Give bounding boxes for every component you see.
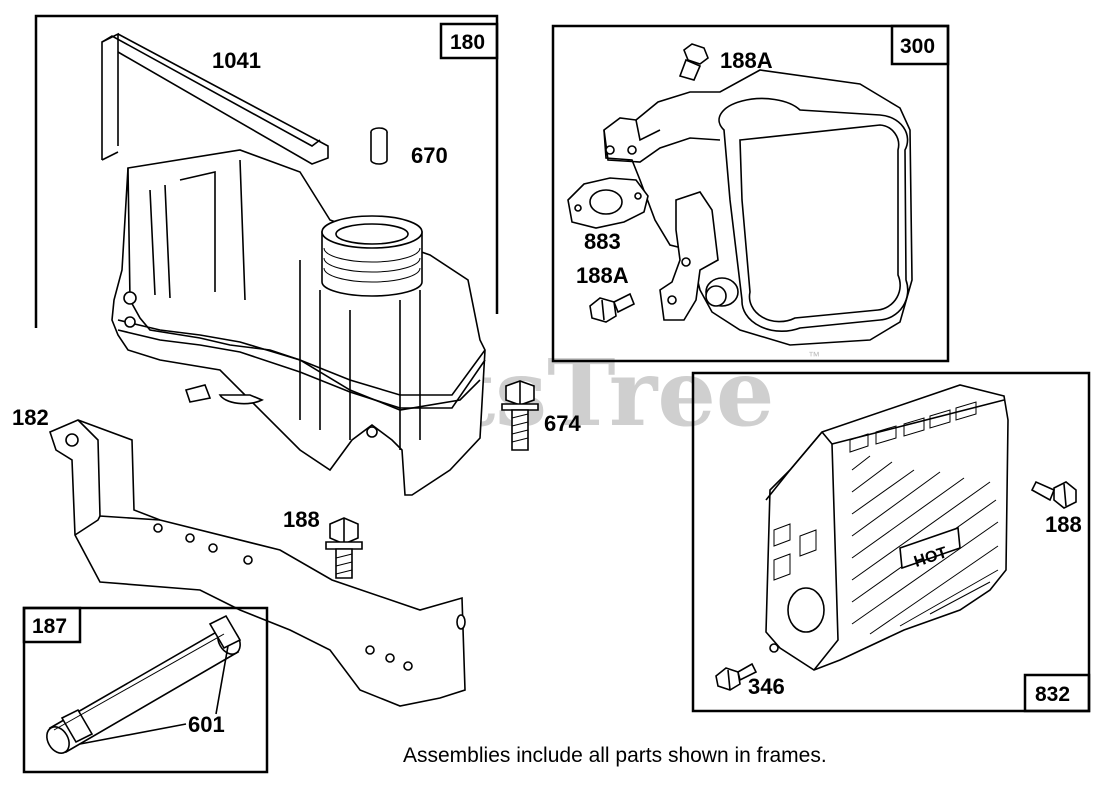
muffler-guard[interactable]: HOT <box>765 384 1009 671</box>
callout-1041[interactable]: 1041 <box>212 48 261 73</box>
callout-182[interactable]: 182 <box>12 405 49 430</box>
guard-screw-left[interactable] <box>715 662 758 691</box>
leader-601-a <box>79 723 187 745</box>
callout-188a-top[interactable]: 188A <box>720 48 773 73</box>
bracket-bolt[interactable] <box>325 517 363 579</box>
watermark-trademark: ™ <box>808 349 820 363</box>
frame-180[interactable]: 180 <box>34 14 499 328</box>
leader-601-b <box>215 645 229 715</box>
frame-832[interactable]: 832 <box>691 371 1091 713</box>
muffler[interactable] <box>603 69 913 346</box>
frame-number-180: 180 <box>450 31 485 54</box>
frame-187[interactable]: 187 <box>22 606 269 774</box>
callout-188-guard[interactable]: 188 <box>1045 512 1082 537</box>
guard-screw-right[interactable] <box>1030 480 1077 509</box>
muffler-screw-top[interactable] <box>678 43 709 81</box>
bracket[interactable] <box>49 419 466 707</box>
gasket[interactable] <box>567 177 649 229</box>
callout-188a-lower[interactable]: 188A <box>576 263 629 288</box>
muffler-screw-lower[interactable] <box>589 292 636 323</box>
callout-188-bracket[interactable]: 188 <box>283 507 320 532</box>
callout-674[interactable]: 674 <box>544 411 581 436</box>
callout-601[interactable]: 601 <box>188 712 225 737</box>
bushing[interactable] <box>370 127 388 165</box>
fuel-line[interactable] <box>42 614 244 757</box>
tank-bolt[interactable] <box>501 380 539 451</box>
frame-300[interactable]: 300 <box>551 24 950 363</box>
callout-670[interactable]: 670 <box>411 143 448 168</box>
frame-number-832: 832 <box>1035 683 1070 706</box>
frame-number-300: 300 <box>900 35 935 58</box>
fuel-tank[interactable] <box>111 149 486 496</box>
callout-883[interactable]: 883 <box>584 229 621 254</box>
frame-number-187: 187 <box>32 615 67 638</box>
callout-346[interactable]: 346 <box>748 674 785 699</box>
fuel-tank-bracket[interactable] <box>101 32 329 165</box>
footer-note: Assemblies include all parts shown in fr… <box>403 744 827 767</box>
